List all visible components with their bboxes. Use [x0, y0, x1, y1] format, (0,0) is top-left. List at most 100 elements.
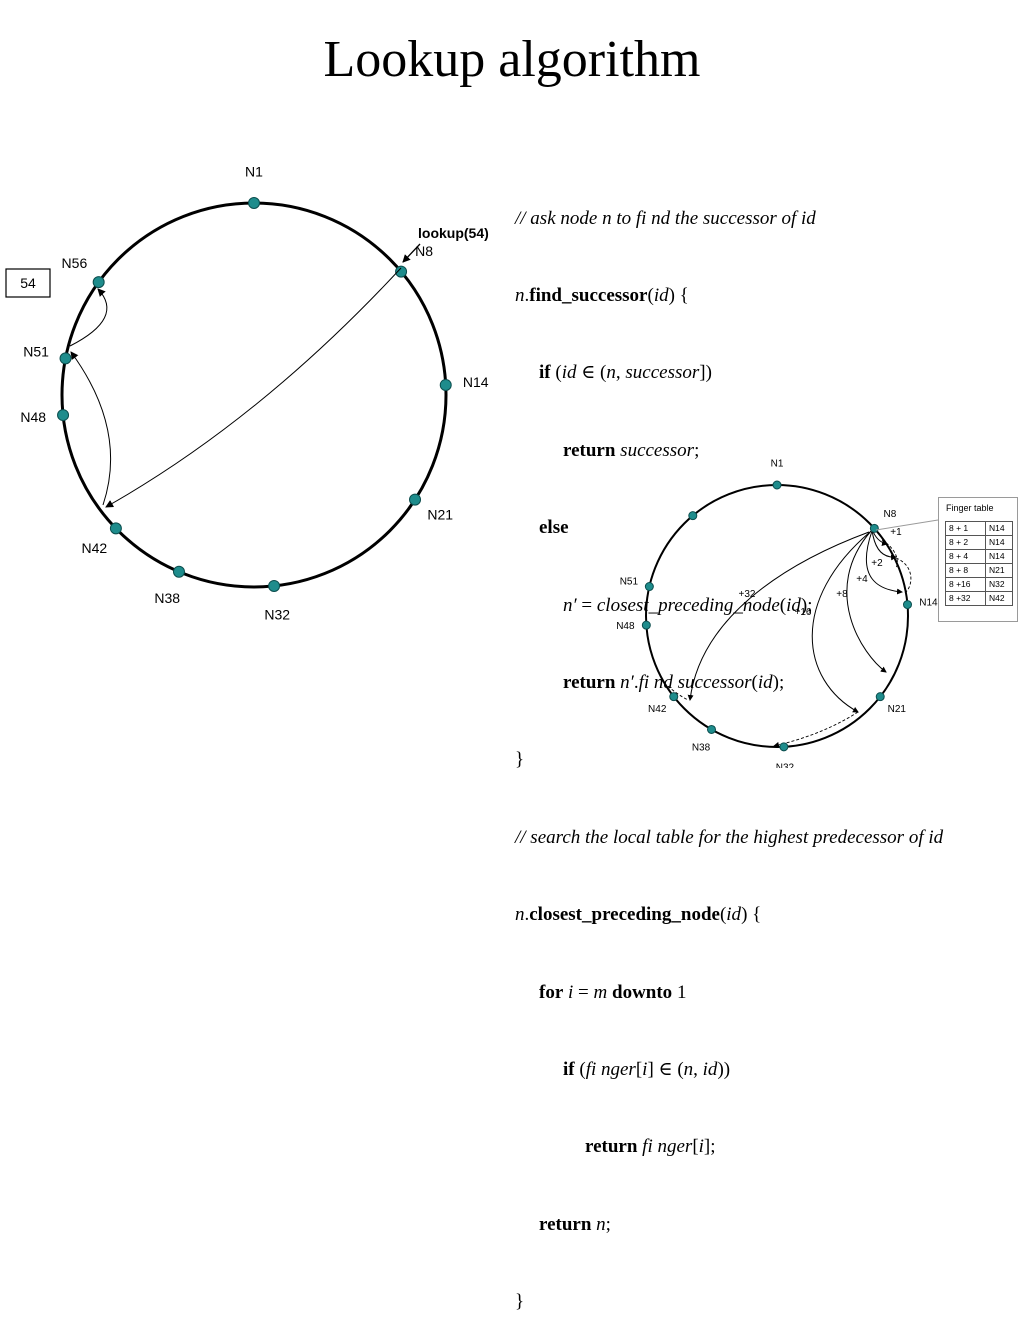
right-ring-label-n42: N42 — [648, 704, 667, 715]
left-ring-label-n51: N51 — [23, 343, 49, 359]
right-ring-node-n32 — [779, 742, 789, 752]
code-else: else — [539, 517, 569, 539]
left-ring-label-n1: N1 — [245, 164, 263, 180]
dashed-segment-1 — [881, 539, 898, 569]
right-ring-node-n14 — [903, 600, 913, 610]
key-box-value: 54 — [20, 275, 36, 291]
right-ring-label-n48: N48 — [616, 621, 635, 632]
right-ring-node-n51 — [644, 582, 654, 592]
finger-arrow-8 — [846, 530, 887, 673]
lookup-arrow — [402, 243, 421, 263]
code-close-brace-2: } — [515, 1291, 525, 1313]
code-close-brace-1: } — [515, 749, 525, 771]
finger-successor: N14 — [985, 535, 1013, 550]
dashed-segment-32 — [663, 682, 689, 701]
finger-successor: N42 — [985, 591, 1013, 606]
left-ring-node-n8 — [395, 265, 408, 278]
left-ring-node-n51 — [59, 352, 72, 365]
left-ring-label-n21: N21 — [427, 507, 453, 523]
code-n-prime-assign: n′ = closest_preceding_node(id); — [563, 594, 813, 616]
pseudocode-block: // ask node n to fi nd the successor of … — [515, 154, 1020, 1341]
right-ring-label-n21: N21 — [888, 704, 907, 715]
right-ring-node-n38 — [707, 724, 716, 734]
right-ring-label-n38: N38 — [692, 742, 711, 753]
finger-label-plus8: +8 — [836, 589, 848, 600]
left-ring-node-n38 — [172, 565, 185, 578]
left-ring-node-n32 — [268, 579, 281, 592]
finger-successor: N14 — [985, 549, 1013, 564]
left-ring-node-n56 — [92, 276, 105, 289]
finger-label-plus4: +4 — [856, 574, 868, 585]
left-ring-label-n42: N42 — [81, 540, 107, 556]
code-comment-2: // search the local table for the highes… — [515, 826, 944, 848]
code-find-successor-signature: n.find_successor(id) { — [515, 284, 689, 306]
code-comment-1: // ask node n to fi nd the successor of … — [515, 207, 816, 229]
code-return-recursive: return n′.fi nd successor(id); — [563, 671, 785, 693]
left-ring-label-n38: N38 — [154, 590, 180, 606]
code-return-successor: return successor; — [563, 439, 700, 461]
right-ring-node-n48 — [641, 620, 651, 630]
finger-start: 8 +32 — [945, 591, 986, 606]
left-ring-label-n32: N32 — [264, 606, 290, 622]
finger-label-plus1: +1 — [890, 527, 902, 538]
hop-arrow-n8-n42 — [105, 267, 402, 508]
hop-arrow-n42-n51 — [70, 351, 112, 506]
left-ring-label-n48: N48 — [20, 409, 46, 425]
key-box — [5, 268, 51, 298]
left-ring-node-n42 — [109, 522, 122, 535]
finger-arrow-2 — [871, 529, 897, 561]
finger-start: 8 + 8 — [945, 563, 986, 578]
right-ring-node-n21 — [875, 692, 885, 702]
right-ring-label-n51: N51 — [620, 576, 639, 587]
finger-start: 8 + 2 — [945, 535, 986, 550]
right-ring-node-unlabeled-2 — [688, 511, 698, 521]
slide-title: Lookup algorithm — [323, 31, 701, 88]
finger-table-title: Finger table — [946, 503, 994, 513]
left-ring-label-n14: N14 — [463, 374, 489, 390]
left-ring-node-n14 — [439, 378, 452, 391]
finger-successor: N21 — [985, 563, 1013, 578]
finger-start: 8 + 4 — [945, 549, 986, 564]
right-ring-label-n14: N14 — [919, 597, 938, 608]
right-ring-node-n1 — [772, 480, 782, 490]
code-return-n: return n; — [539, 1213, 611, 1235]
left-ring-node-n21 — [409, 493, 422, 506]
right-ring-node-n42 — [669, 692, 679, 702]
left-ring-node-n48 — [57, 409, 70, 422]
left-ring-node-n1 — [248, 197, 260, 209]
table-connector — [875, 519, 939, 531]
finger-start: 8 +16 — [945, 577, 986, 592]
finger-arrow-32 — [687, 531, 870, 701]
code-if-line: if (id ∈ (n, successor]) — [539, 362, 712, 384]
right-ring-label-n1: N1 — [771, 459, 784, 470]
finger-start: 8 + 1 — [945, 521, 986, 536]
left-ring-label-n56: N56 — [62, 255, 88, 271]
right-ring-label-n8: N8 — [884, 509, 897, 520]
finger-label-plus16: +16 — [795, 607, 812, 618]
code-return-finger: return fi nger[i]; — [585, 1136, 716, 1158]
finger-label-plus2: +2 — [871, 558, 883, 569]
right-ring-label-n32: N32 — [776, 762, 795, 768]
finger-successor: N14 — [985, 521, 1013, 536]
finger-arrow-16 — [811, 531, 871, 713]
code-closest-preceding-signature: n.closest_preceding_node(id) { — [515, 904, 762, 926]
code-for-loop: for i = m downto 1 — [539, 981, 687, 1003]
code-if-finger: if (fi nger[i] ∈ (n, id)) — [563, 1058, 731, 1080]
hop-arrow-n51-n56 — [69, 288, 108, 347]
finger-successor: N32 — [985, 577, 1013, 592]
finger-arrow-4 — [866, 530, 903, 595]
left-ring-label-n8: N8 — [415, 243, 433, 259]
finger-label-plus32: +32 — [739, 589, 756, 600]
lookup-label: lookup(54) — [418, 225, 489, 241]
